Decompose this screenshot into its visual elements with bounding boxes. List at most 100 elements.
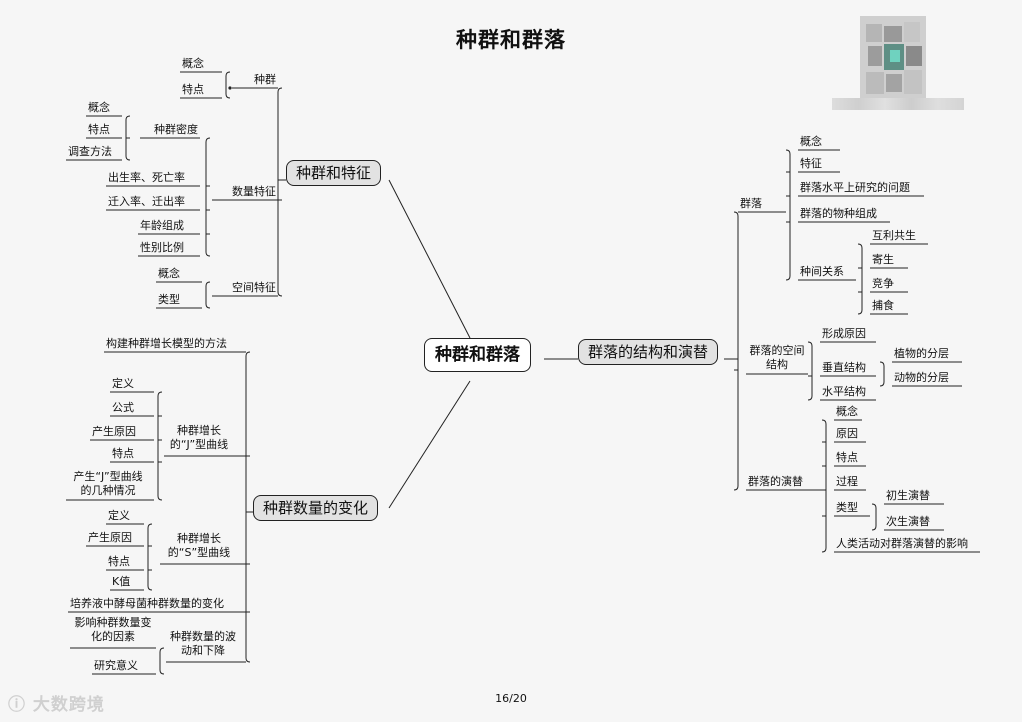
subtopic-j-curve: 种群增长的“J”型曲线 [169,424,229,451]
bracket-branch [125,155,131,161]
bracket-branch [821,419,827,425]
leaf-feature: 特点 [112,447,134,460]
leaf-characteristics: 特征 [800,157,822,170]
leaf-parasitism: 寄生 [872,253,894,266]
main-topic-population-features: 种群和特征 [286,160,382,186]
leaf-influencing-factors: 影响种群数量变化的因素 [74,616,152,643]
subtopic-quantity-features: 数量特征 [232,185,276,198]
center-topic: 种群和群落 [424,338,531,372]
leaf-concept: 概念 [836,405,858,418]
bracket-branch [245,351,251,357]
leaf-species-composition: 群落的物种组成 [800,207,877,220]
leaf-concept: 概念 [800,135,822,148]
bracket-branch [125,115,131,121]
center-to-branch1 [388,179,471,339]
leaf-formation-cause: 形成原因 [822,327,866,340]
bracket-branch [807,341,813,347]
qr-code-icon [860,16,926,100]
page-title: 种群和群落 [456,28,566,52]
bracket-branch [277,87,283,93]
leaf-mutualism: 互利共生 [872,229,916,242]
watermark-icon: ⓘ [8,695,33,715]
leaf-feature: 特点 [108,555,130,568]
bracket-branch [871,503,877,509]
page-number: 16/20 [495,692,527,705]
leaf-reason: 原因 [836,427,858,440]
leaf-secondary-succession: 次生演替 [886,515,930,528]
bracket-branch [159,669,165,675]
leaf-survey-method: 调查方法 [68,145,112,158]
leaf-animal-layers: 动物的分层 [894,371,949,384]
bracket-branch [879,361,885,367]
main-topic-community-structure: 群落的结构和演替 [578,339,719,365]
leaf-sex-ratio: 性别比例 [140,241,184,254]
subtopic-spatial-structure: 群落的空间结构 [749,344,805,371]
bracket-branch [277,291,283,297]
bracket-branch [857,243,863,249]
bracket-branch [157,495,163,501]
watermark-logo: ⓘ 大数跨境 [8,690,105,715]
bracket-branch [807,395,813,401]
bracket-branch [879,381,885,387]
leaf-age-structure: 年龄组成 [140,219,184,232]
leaf-concept: 概念 [88,101,110,114]
leaf-definition: 定义 [112,377,134,390]
leaf-feature: 特点 [88,123,110,136]
connector-dot [228,86,232,90]
leaf-k-value: K值 [112,575,131,588]
bracket-branch [147,523,153,529]
leaf-process: 过程 [836,475,858,488]
bracket-branch [205,281,211,287]
leaf-competition: 竞争 [872,277,894,290]
bracket-branch [205,303,211,309]
bracket-branch [147,585,153,591]
subtopic-yeast-experiment: 培养液中酵母菌种群数量的变化 [70,597,224,610]
bracket-branch [159,647,165,653]
subtopic-s-curve: 种群增长的“S”型曲线 [167,532,231,559]
bracket-branch [205,137,211,143]
bracket-branch [733,485,739,491]
bracket-branch [785,149,791,155]
watermark-text: 大数跨境 [32,695,105,715]
leaf-primary-succession: 初生演替 [886,489,930,502]
leaf-research-questions: 群落水平上研究的问题 [800,181,910,194]
subtopic-interspecific: 种间关系 [800,265,844,278]
bracket-branch [785,275,791,281]
leaf-horizontal-structure: 水平结构 [822,385,866,398]
leaf-human-impact: 人类活动对群落演替的影响 [836,537,968,550]
bracket-branch [205,251,211,257]
leaf-concept: 概念 [158,267,180,280]
bracket-branch [245,657,251,663]
subtopic-density: 种群密度 [154,123,198,136]
leaf-plant-layers: 植物的分层 [894,347,949,360]
bracket-branch [821,547,827,553]
bracket-branch [733,211,739,217]
leaf-birth-death-rate: 出生率、死亡率 [108,171,185,184]
leaf-formula: 公式 [112,401,134,414]
leaf-research-significance: 研究意义 [94,659,138,672]
leaf-cause: 产生原因 [88,531,132,544]
leaf-concept: 概念 [182,57,204,70]
center-to-branch2 [388,380,471,509]
leaf-migration-rate: 迁入率、迁出率 [108,195,185,208]
subtopic-succession-types: 类型 [836,501,858,514]
leaf-type: 类型 [158,293,180,306]
subtopic-community: 群落 [740,197,762,210]
subtopic-model-method: 构建种群增长模型的方法 [106,337,227,350]
leaf-j-cases: 产生“J”型曲线的几种情况 [73,470,143,497]
leaf-definition: 定义 [108,509,130,522]
leaf-cause: 产生原因 [92,425,136,438]
main-topic-population-change: 种群数量的变化 [253,495,379,521]
subtopic-fluctuation: 种群数量的波动和下降 [170,630,236,657]
bracket-branch [871,525,877,531]
bracket-branch [225,93,231,99]
bracket-branch [857,309,863,315]
subtopic-succession: 群落的演替 [748,475,803,488]
subtopic-vertical-structure: 垂直结构 [822,361,866,374]
leaf-feature: 特点 [182,83,204,96]
qr-caption-blur [832,98,964,110]
leaf-predation: 捕食 [872,299,894,312]
subtopic-population: 种群 [254,73,276,86]
bracket-branch [225,71,231,77]
